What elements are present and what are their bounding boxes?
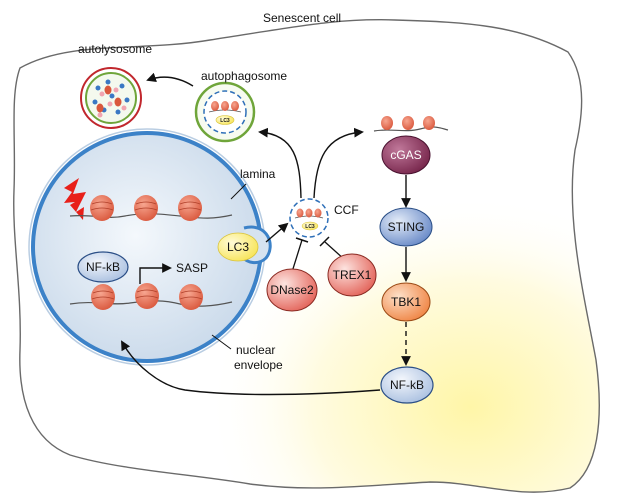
- lamina-pointer: [230, 183, 247, 200]
- autolysosome-label: autolysosome: [78, 42, 152, 56]
- nfkb-cyto-label: NF-kB: [390, 378, 424, 392]
- arrow-to-autolysosome: [146, 72, 194, 87]
- nucleosome: [135, 283, 159, 309]
- nuclear-envelope-label-1: nuclear: [236, 343, 275, 357]
- nucleosome: [134, 195, 158, 221]
- chromatin-cgas: [373, 126, 449, 132]
- cgas-label: cGAS: [390, 148, 421, 162]
- nucleosome: [423, 116, 435, 130]
- sting-node: [379, 207, 433, 247]
- trex1-label: TREX1: [333, 268, 372, 282]
- nfkb-nucleus-node: [77, 251, 129, 283]
- cgas-node: [381, 135, 431, 175]
- nucleosome: [381, 116, 393, 130]
- lamina-label: lamina: [240, 167, 276, 181]
- nuclear-envelope-pointer: [211, 334, 232, 350]
- arrow-ccf-to-cgas: [313, 127, 364, 199]
- inhibit-bar: [295, 237, 309, 243]
- nucleosome: [178, 195, 202, 221]
- sasp-label: SASP: [176, 261, 208, 275]
- ccf-label: CCF: [334, 203, 359, 217]
- nuclear-envelope-label-2: envelope: [234, 358, 283, 372]
- autophagosome-label: autophagosome: [201, 69, 287, 83]
- ccf-vesicle: LC3: [289, 198, 329, 238]
- diagram-title: Senescent cell: [263, 11, 341, 25]
- trex1-node: [327, 253, 377, 297]
- nucleosome: [402, 116, 414, 130]
- ccf-lc3-label: LC3: [305, 224, 315, 230]
- nfkb-nucleus-label: NF-kB: [86, 260, 120, 274]
- lc3-nucleus-label: LC3: [227, 240, 249, 254]
- arrow-nfkb-to-sasp: [139, 263, 172, 284]
- dnase2-label: DNase2: [270, 283, 314, 297]
- dnase2-node: [266, 268, 318, 312]
- nucleosome: [90, 195, 114, 221]
- arrow-nfkb-to-nucleus: [121, 340, 381, 396]
- inhibit-bar: [319, 236, 330, 247]
- autophagosome-lc3-label: LC3: [220, 118, 230, 124]
- autophagosome: LC3: [194, 81, 256, 143]
- nfkb-cyto-node: [380, 366, 434, 404]
- inhibit-dnase2: [291, 239, 303, 273]
- autolysosome: [80, 67, 142, 129]
- arrow-to-ccf: [265, 222, 289, 243]
- tbk1-node: [381, 282, 431, 322]
- lc3-nucleus-node: [217, 232, 259, 262]
- nucleosome: [179, 284, 203, 310]
- arrow-ccf-to-autophagosome: [258, 127, 302, 199]
- dna-damage-lightning-icon: [64, 178, 86, 220]
- sting-label: STING: [388, 220, 425, 234]
- tbk1-label: TBK1: [391, 295, 421, 309]
- nucleosome: [91, 284, 115, 310]
